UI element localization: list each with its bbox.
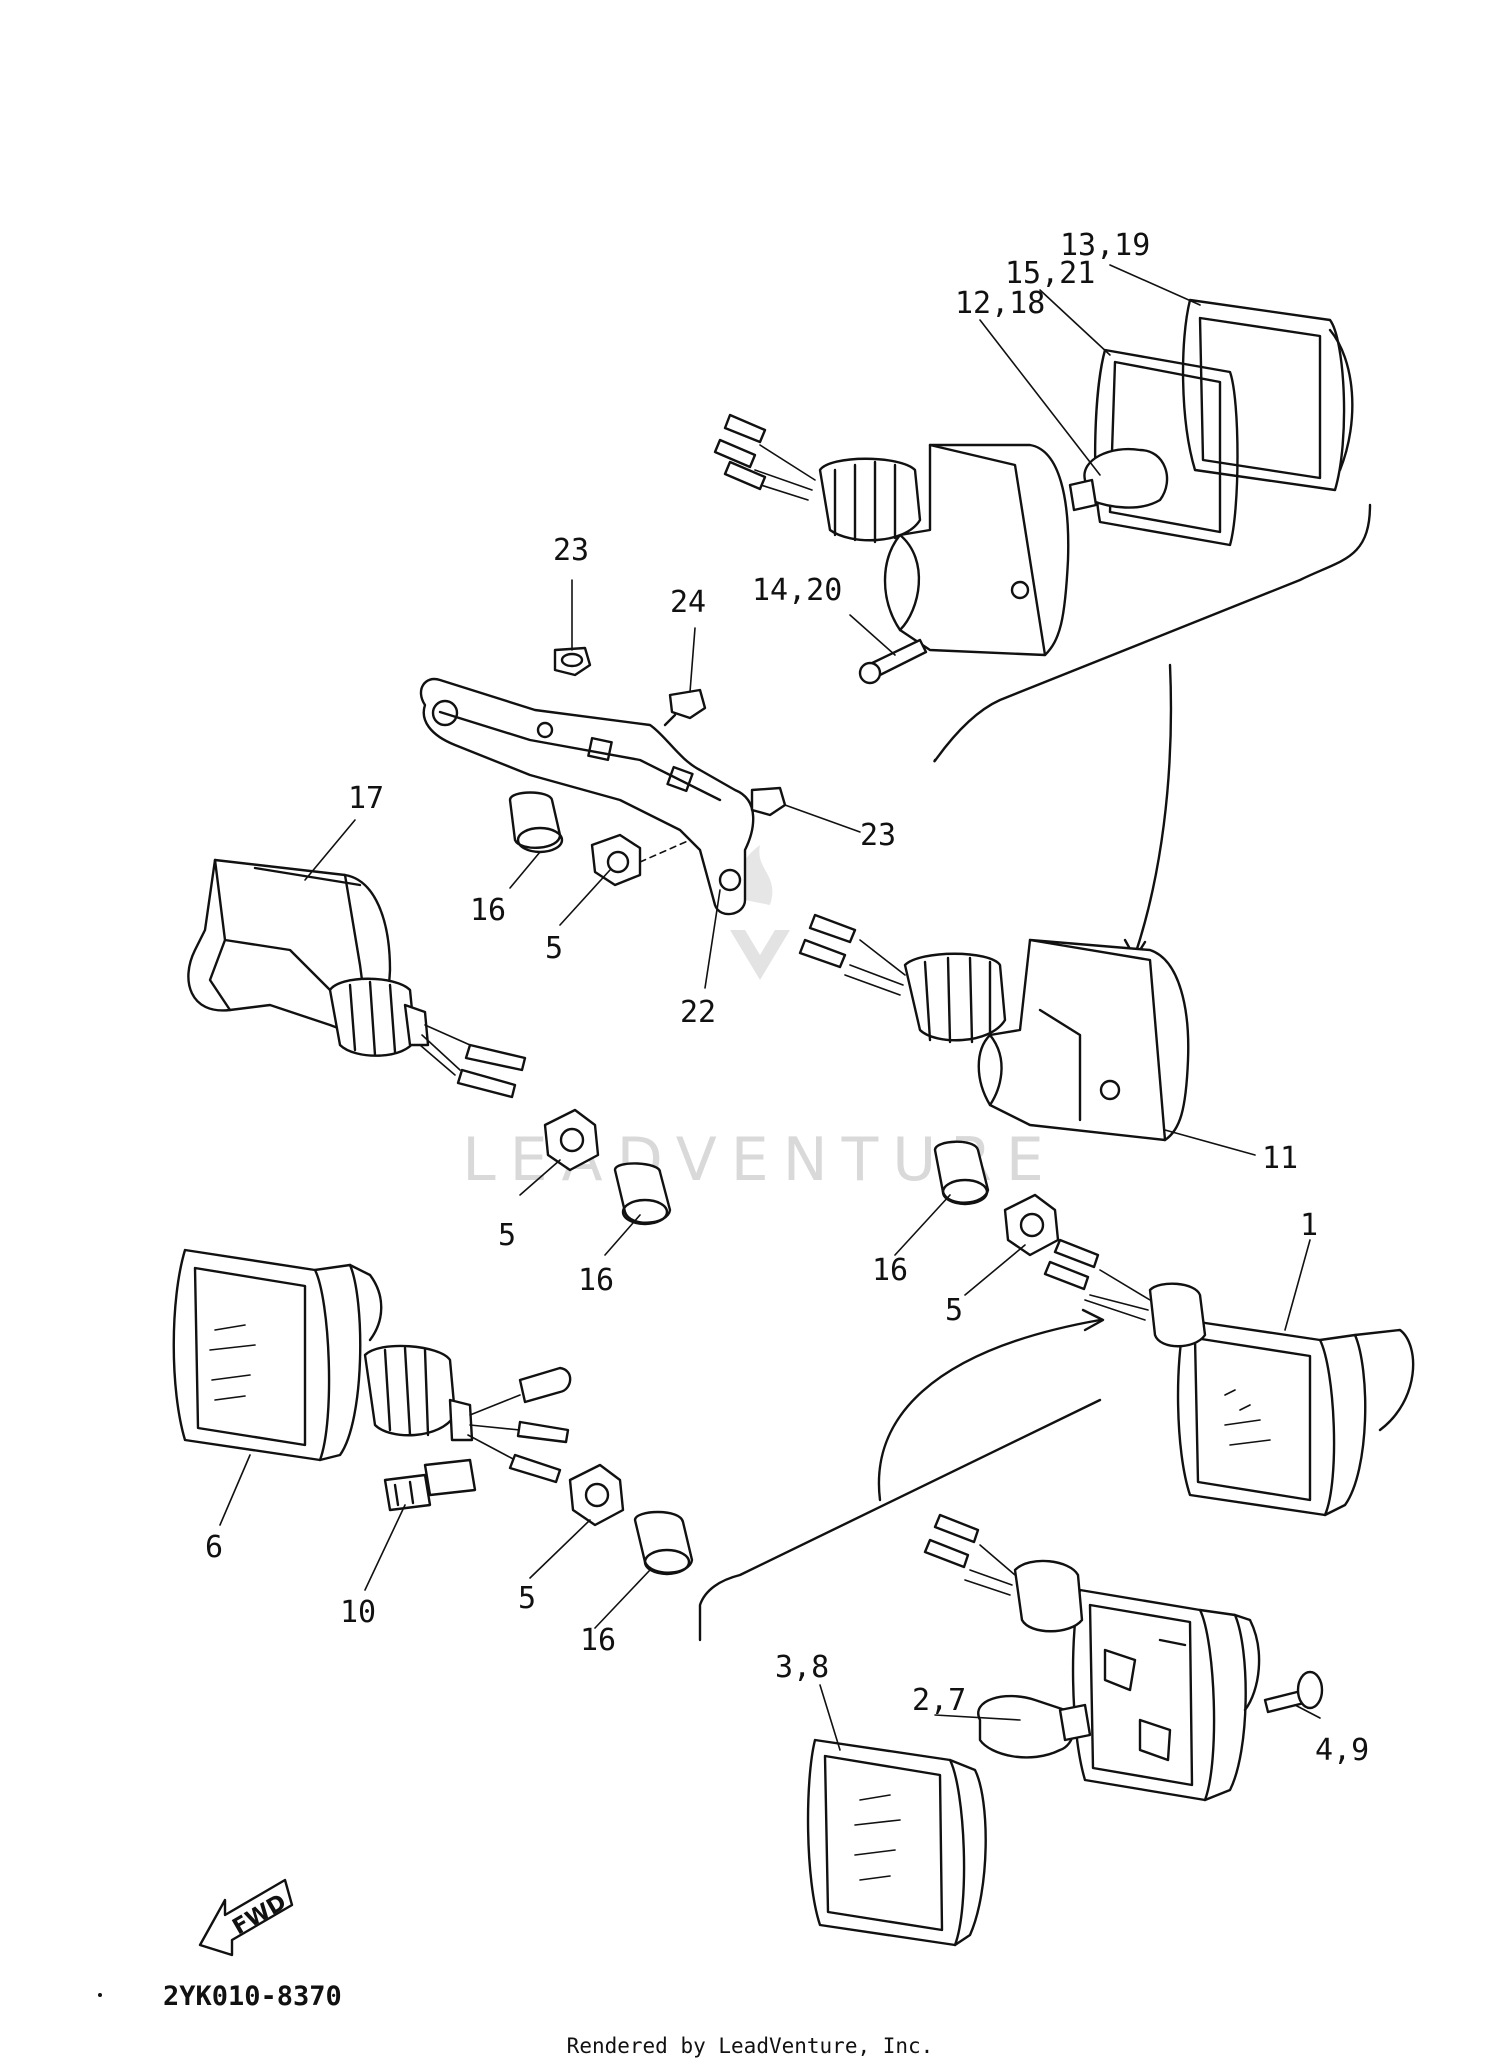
flasher-front-right-exploded bbox=[806, 1513, 1324, 1947]
diagram-code: 2YK010-8370 bbox=[163, 1981, 342, 2012]
footer-text: Rendered by LeadVenture, Inc. bbox=[566, 2034, 934, 2058]
callout-23-right: 23 bbox=[860, 818, 896, 853]
callout-13-19: 13,19 bbox=[1060, 228, 1150, 263]
callout-12-18: 12,18 bbox=[955, 286, 1045, 321]
flasher-11 bbox=[798, 913, 1190, 1257]
group-bracket-bottom bbox=[698, 1398, 1102, 1642]
callout-16-left: 16 bbox=[578, 1263, 614, 1298]
callout-3-8: 3,8 bbox=[775, 1650, 829, 1685]
group-bracket-top bbox=[933, 503, 1372, 763]
flasher-rear-right-exploded bbox=[713, 298, 1354, 685]
callout-1: 1 bbox=[1300, 1208, 1318, 1243]
callout-6: 6 bbox=[205, 1530, 223, 1565]
callout-5-bottom: 5 bbox=[518, 1581, 536, 1616]
callout-23-top: 23 bbox=[553, 533, 589, 568]
arrow-top bbox=[1133, 663, 1173, 957]
callout-11: 11 bbox=[1262, 1141, 1298, 1176]
callout-15-21: 15,21 bbox=[1005, 256, 1095, 291]
callout-2-7: 2,7 bbox=[912, 1683, 966, 1718]
callout-5-left: 5 bbox=[498, 1218, 516, 1253]
callout-16-bracket: 16 bbox=[470, 893, 506, 928]
callout-5-bracket: 5 bbox=[545, 931, 563, 966]
callout-4-9: 4,9 bbox=[1315, 1733, 1369, 1768]
leader-lines bbox=[219, 264, 1321, 1751]
callout-5-center: 5 bbox=[945, 1293, 963, 1328]
callout-16-bottom: 16 bbox=[580, 1623, 616, 1658]
flasher-1 bbox=[1043, 1238, 1415, 1517]
callout-10: 10 bbox=[340, 1595, 376, 1630]
fwd-arrow-icon: FWD bbox=[198, 1878, 294, 1957]
callout-16-center: 16 bbox=[872, 1253, 908, 1288]
callout-14-20: 14,20 bbox=[752, 573, 842, 608]
arrow-bottom bbox=[877, 1318, 1102, 1502]
callout-22: 22 bbox=[680, 995, 716, 1030]
callout-24: 24 bbox=[670, 585, 706, 620]
flasher-bracket-assembly bbox=[419, 646, 787, 916]
flasher-6 bbox=[172, 1248, 694, 1576]
flasher-17 bbox=[187, 858, 672, 1226]
callout-17: 17 bbox=[348, 781, 384, 816]
callout-labels: 13,19 15,21 12,18 23 24 14,20 17 23 16 5… bbox=[205, 228, 1369, 1768]
